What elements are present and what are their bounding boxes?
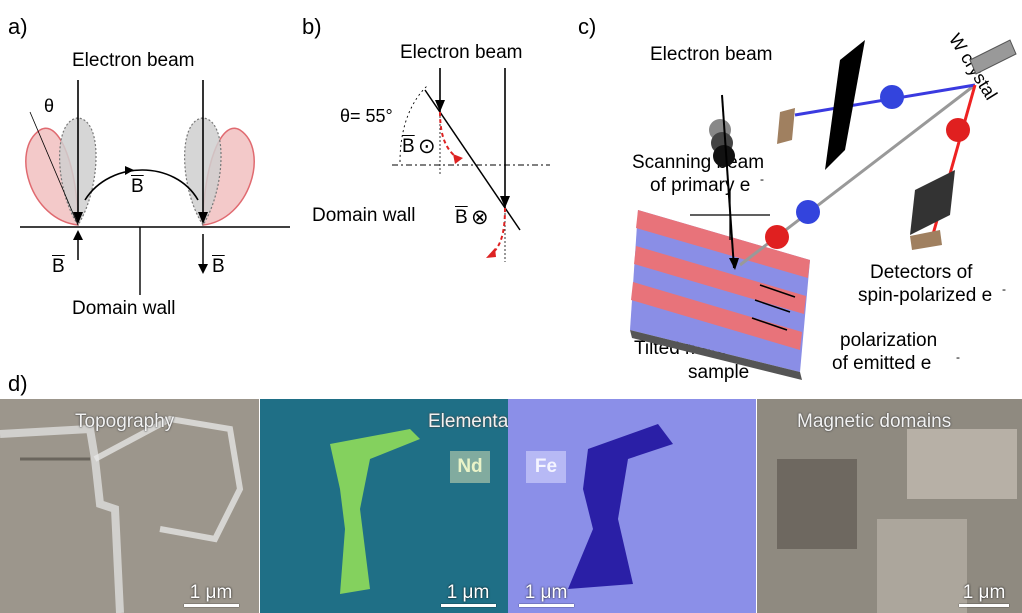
panel-d-label: d) (8, 371, 28, 396)
panel-a-domain-wall-label: Domain wall (72, 298, 176, 319)
nd-map-image: Elemental maps Nd 1 μm (260, 399, 508, 613)
panel-c-polarization-label-2: of emitted e (832, 353, 932, 374)
panel-a-b-left-label: B (52, 256, 65, 277)
panel-b-electron-beam-label: Electron beam (400, 42, 523, 63)
topography-image: Topography 1 μm (0, 399, 259, 613)
panel-b-theta-label: θ= 55° (340, 106, 393, 126)
panel-c-superscript-2: - (1002, 282, 1006, 296)
panel-b-dot-symbol: ⊙ (418, 135, 436, 158)
panel-b-diagram (392, 68, 550, 262)
panel-a-theta-label: θ (44, 96, 55, 116)
magnetic-domains-image: Magnetic domains 1 μm (757, 399, 1022, 613)
panel-c-electron-beam-label: Electron beam (650, 44, 773, 65)
panel-a-diagram (20, 80, 290, 295)
nd-tag: Nd (450, 451, 490, 483)
fe-map-image: Fe 1 μm (508, 399, 756, 613)
panel-a-electron-beam-label: Electron beam (72, 50, 195, 71)
topography-scale-bar: 1 μm (181, 582, 241, 607)
panel-c-superscript-1: - (760, 172, 764, 186)
fe-scale-bar: 1 μm (516, 582, 576, 607)
panel-b-label: b) (302, 14, 322, 39)
panel-c-sample-label-2: sample (688, 362, 750, 383)
panel-a-b-right-label: B (212, 256, 225, 277)
magnetic-domains-title: Magnetic domains (797, 411, 952, 432)
panel-a: a) Electron beam θ B B B Domain wall (0, 0, 300, 330)
panel-c-diagram (630, 39, 1017, 380)
panel-c-label: c) (578, 14, 597, 39)
panel-a-label: a) (8, 14, 28, 39)
panel-b-domain-wall-label: Domain wall (312, 205, 416, 226)
topography-title: Topography (75, 411, 175, 432)
panel-b: b) Electron beam θ= 55° B ⊙ Domain wall … (300, 0, 570, 330)
panel-c-detectors-label-1: Detectors of (870, 262, 973, 283)
panel-b-b-cross-label: B (455, 207, 468, 228)
panel-b-cross-symbol: ⊗ (471, 206, 489, 229)
magnetic-scale-bar: 1 μm (954, 582, 1014, 607)
panel-c: c) Electron beam W crystal Scanning beam… (570, 0, 1022, 395)
nd-scale-bar: 1 μm (438, 582, 498, 607)
panel-c-polarization-label-1: polarization (840, 330, 938, 351)
panel-c-scanning-beam-label-2: of primary e (650, 175, 751, 196)
fe-tag: Fe (526, 451, 566, 483)
elemental-maps-title: Elemental maps (428, 411, 508, 432)
panel-b-b-dot-label: B (402, 136, 415, 157)
panel-c-detectors-label-2: spin-polarized e (858, 285, 993, 306)
panel-a-b-top-label: B (131, 176, 144, 197)
panel-c-superscript-3: - (956, 350, 960, 364)
